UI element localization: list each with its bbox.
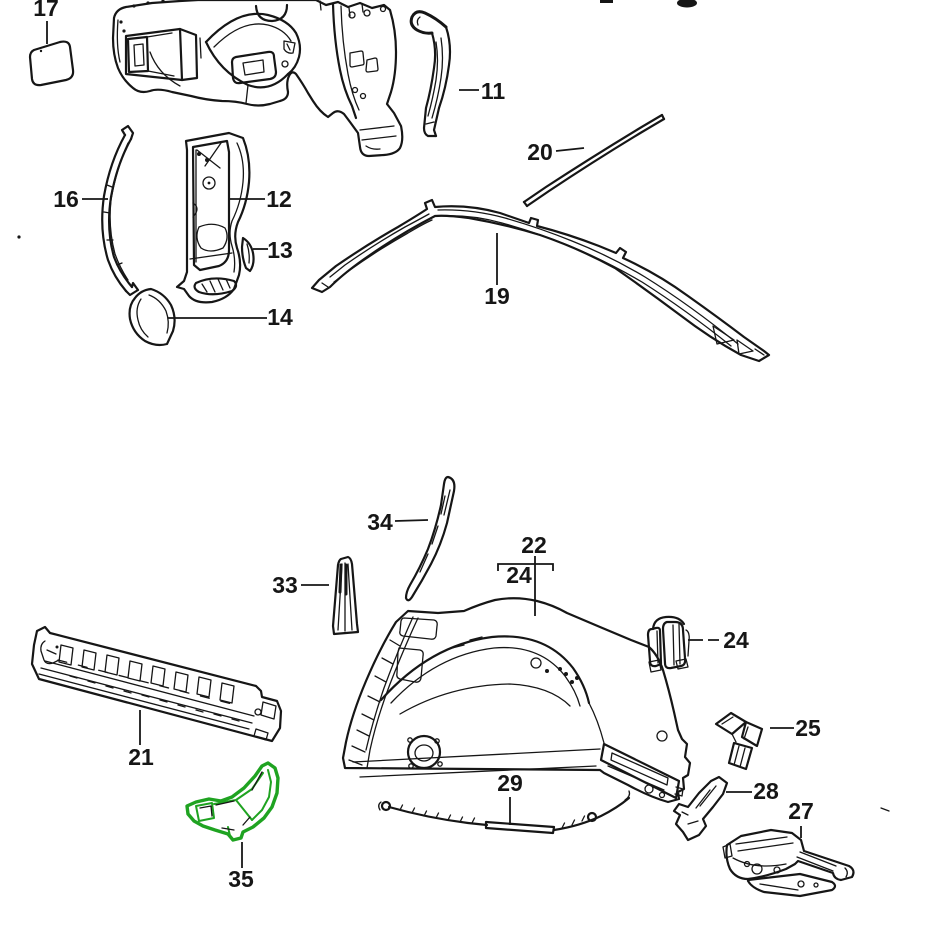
callout-label-24-group[interactable]: 24: [506, 562, 532, 588]
callout-label-11[interactable]: 11: [481, 78, 506, 104]
callout-label-27[interactable]: 27: [788, 798, 814, 824]
callout-label-24-clamp[interactable]: 24: [723, 627, 749, 653]
part-25-bracket[interactable]: [714, 711, 764, 771]
part-16-strip[interactable]: [101, 124, 140, 297]
callout-label-33[interactable]: 33: [272, 572, 298, 598]
callout-label-25[interactable]: 25: [795, 715, 821, 741]
part-21-sill[interactable]: [30, 625, 283, 743]
part-13-sliver[interactable]: [240, 236, 255, 273]
part-14-bracket[interactable]: [128, 287, 176, 347]
callout-22-24-bracket: [497, 563, 554, 571]
part-34-blade[interactable]: [404, 475, 456, 602]
part-29-cable[interactable]: [378, 790, 631, 835]
part-12-pillar[interactable]: [175, 131, 251, 304]
part-17-plate[interactable]: [28, 40, 75, 87]
part-20-strip[interactable]: [522, 113, 666, 208]
part-35-bracket-highlighted[interactable]: [185, 761, 280, 842]
edge-fragments: [17, 0, 890, 812]
part-28-gusset[interactable]: [672, 775, 729, 842]
callout-label-20[interactable]: 20: [527, 139, 553, 165]
callout-label-12[interactable]: 12: [266, 186, 292, 212]
callout-20-leader: [555, 147, 585, 152]
callout-leaders: [46, 21, 802, 868]
callout-label-17[interactable]: 17: [33, 0, 59, 21]
callout-label-21[interactable]: 21: [128, 744, 154, 770]
part-33-wedge[interactable]: [331, 555, 360, 636]
callout-labels: 17 11 20 16 12 13 14 19 34 33 22 24 24 2…: [33, 0, 821, 892]
callout-label-34[interactable]: 34: [367, 509, 393, 535]
part-27-bracket[interactable]: [722, 828, 855, 898]
callout-label-13[interactable]: 13: [267, 237, 293, 263]
quarter-panel[interactable]: [341, 597, 692, 804]
part-11-strip[interactable]: [409, 10, 452, 138]
callout-34-leader: [394, 519, 429, 522]
callout-label-19[interactable]: 19: [484, 283, 510, 309]
callout-label-22[interactable]: 22: [521, 532, 547, 558]
callout-label-35[interactable]: 35: [228, 866, 254, 892]
callout-label-14[interactable]: 14: [267, 304, 293, 330]
callout-label-29[interactable]: 29: [497, 770, 523, 796]
callout-label-28[interactable]: 28: [753, 778, 779, 804]
part-24-clamp[interactable]: [646, 615, 690, 673]
callout-label-16[interactable]: 16: [53, 186, 79, 212]
cowl-assembly[interactable]: [111, 0, 404, 158]
part-19-rail[interactable]: [310, 198, 771, 363]
